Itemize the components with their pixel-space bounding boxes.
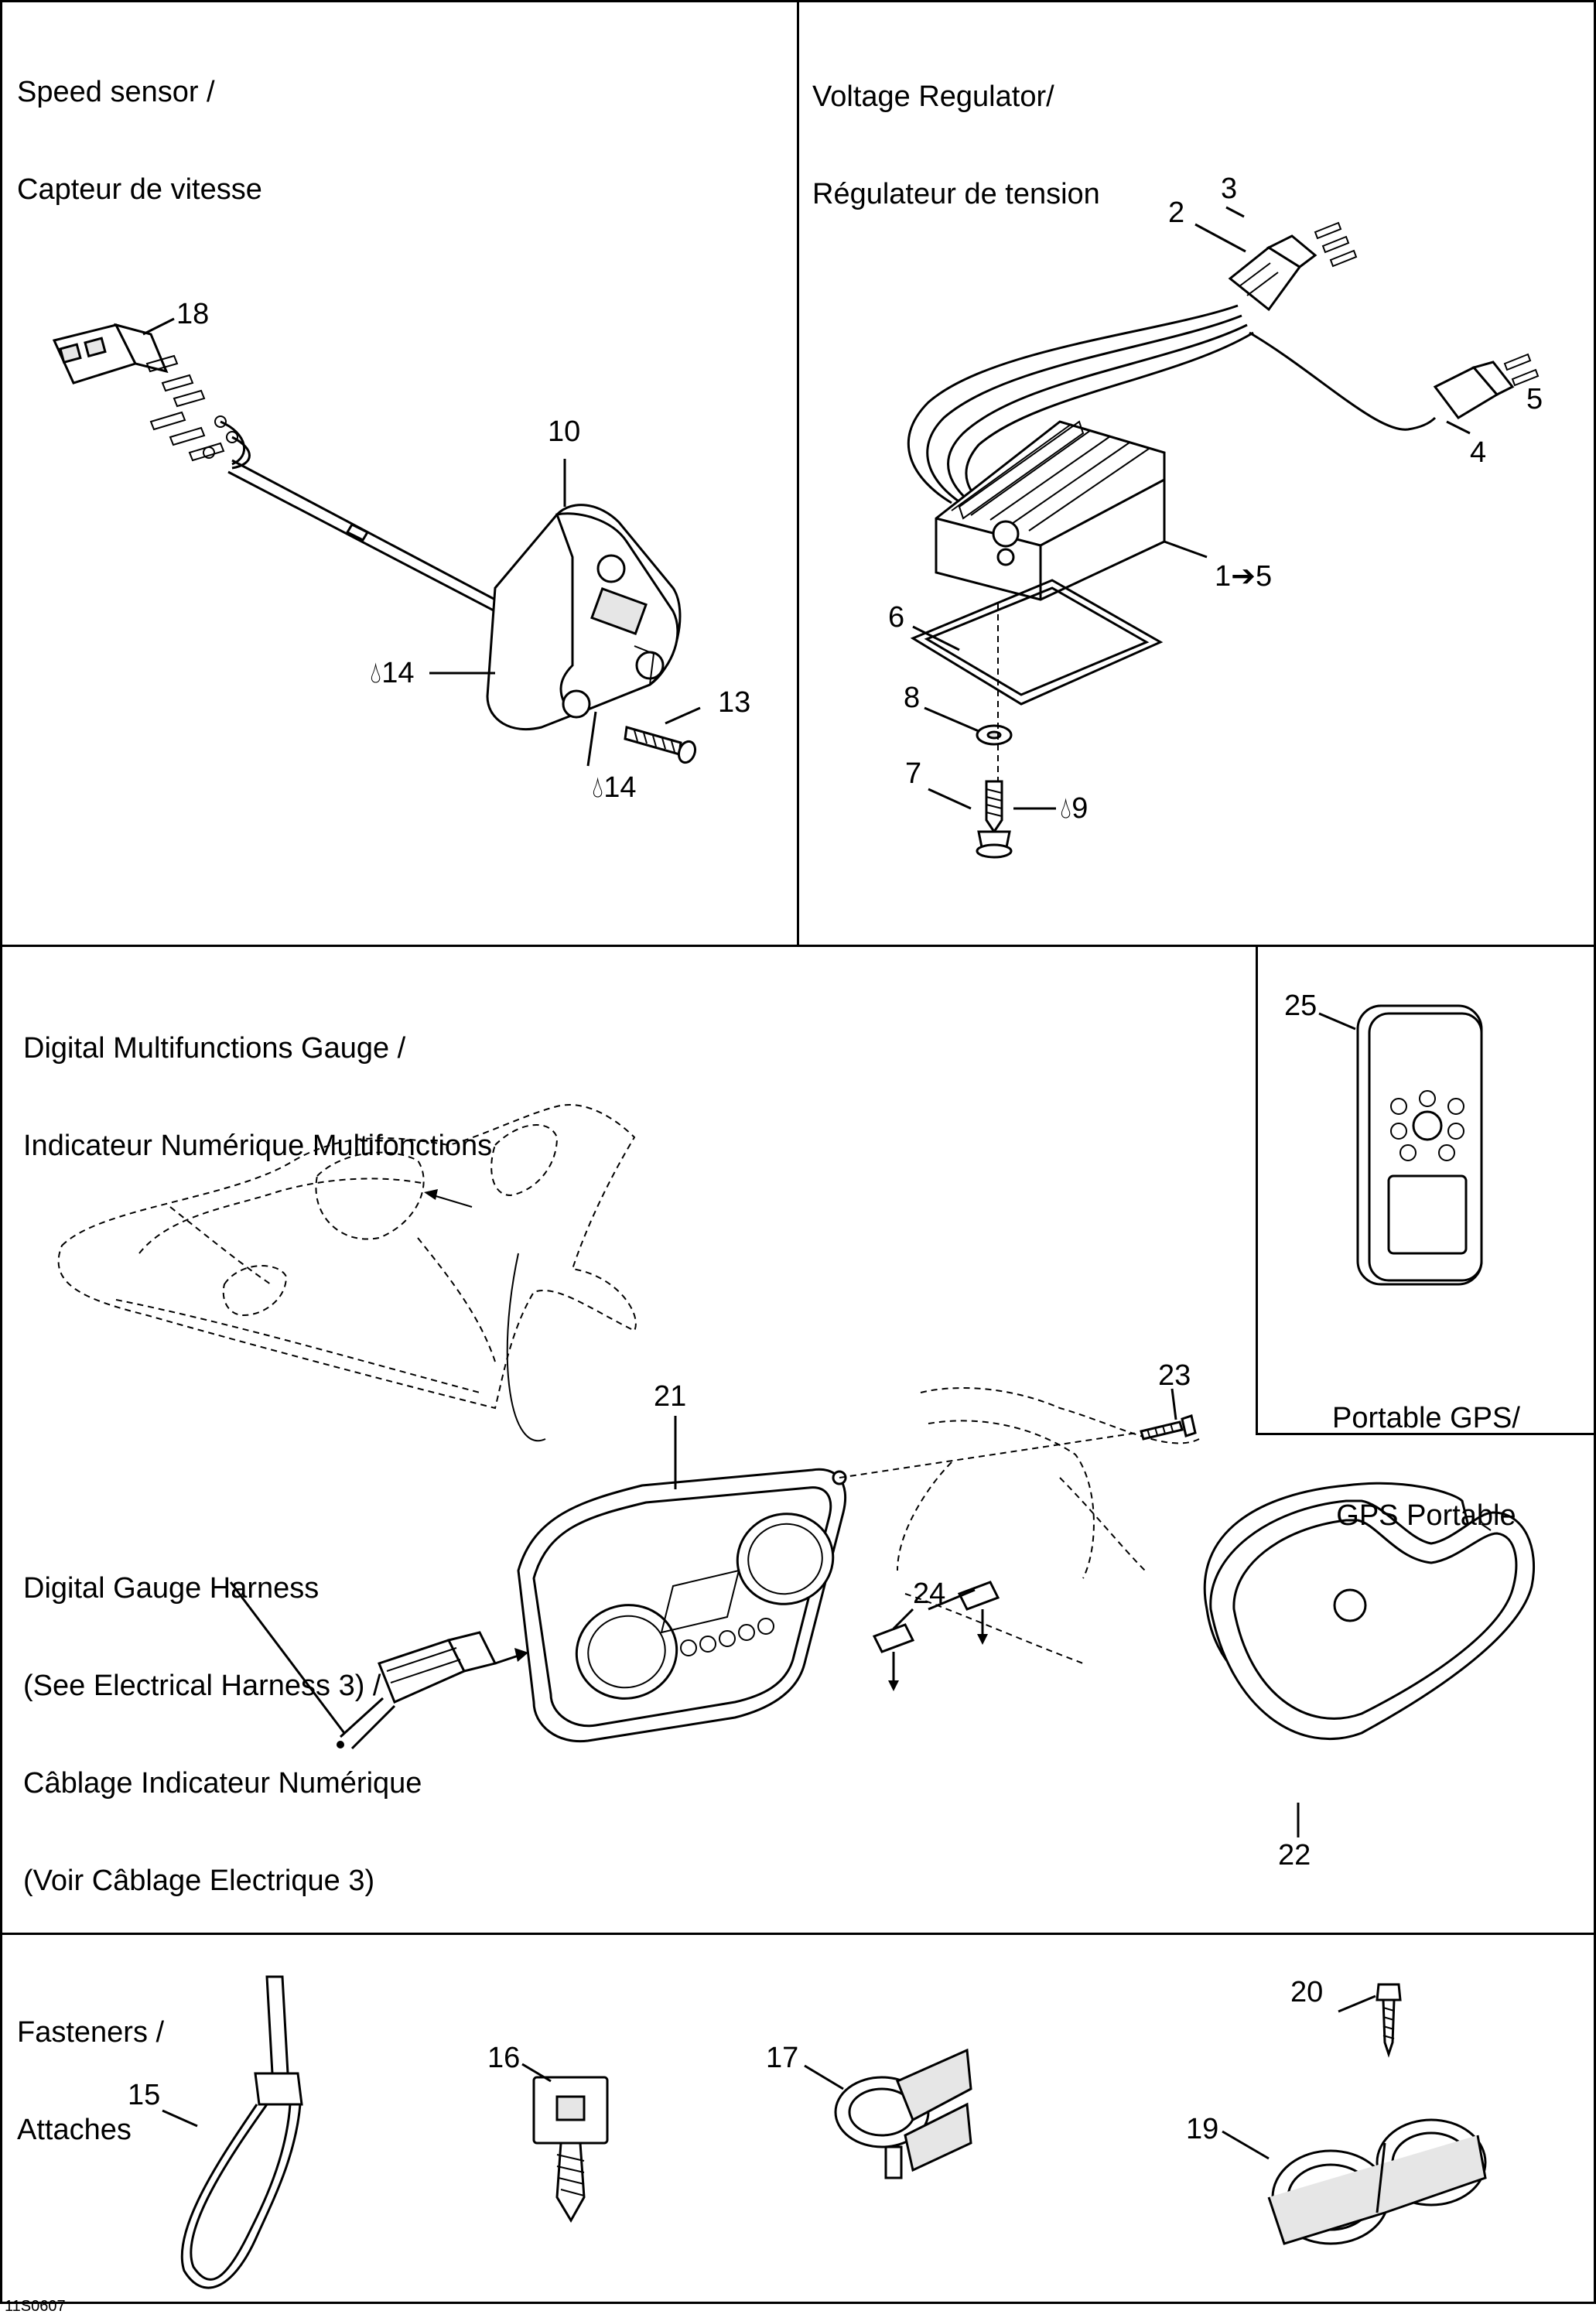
drop-icon: 💧︎ <box>1060 792 1072 825</box>
speed-sensor-connector <box>52 323 169 385</box>
digital-gauge-title-fr: Indicateur Numérique Multifonctions <box>23 1130 493 1162</box>
fasteners-panel <box>0 1933 1596 2304</box>
speed-sensor-pins <box>145 354 251 470</box>
gauge-position-arrow-line <box>432 1195 546 1442</box>
speed-sensor-cable <box>227 459 496 613</box>
speed-sensor-title-en: Speed sensor / <box>17 76 215 108</box>
callout-16: 16 <box>487 2042 521 2074</box>
callout-24: 24 <box>913 1578 946 1610</box>
callout-3: 3 <box>1221 173 1238 205</box>
callout-5: 5 <box>1526 383 1543 415</box>
callout-9: 💧︎9 <box>1060 793 1088 824</box>
callout-10: 10 <box>548 415 581 448</box>
digital-gauge-title-en: Digital Multifunctions Gauge / <box>23 1032 406 1065</box>
callout-14-body-number: 14 <box>381 657 415 689</box>
gauge-harness-label-line4: (Voir Câblage Electrique 3) <box>23 1865 375 1897</box>
hose-clamp-single <box>834 2048 972 2179</box>
drop-icon: 💧︎ <box>370 657 382 689</box>
callout-7: 7 <box>905 757 922 790</box>
portable-gps-title-fr: GPS Portable <box>1336 1499 1516 1532</box>
voltage-regulator-body <box>935 420 1166 601</box>
callout-1-to-5: 1➔5 <box>1215 560 1273 593</box>
callout-18: 18 <box>176 298 210 330</box>
speed-sensor-body <box>486 504 682 731</box>
callout-14-body: 💧︎14 <box>370 658 414 689</box>
callout-23: 23 <box>1158 1359 1191 1392</box>
boat-console-outline <box>897 1387 1200 1664</box>
gauge-harness-label-line2: (See Electrical Harness 3) / <box>23 1670 381 1702</box>
speed-sensor-screw <box>624 726 697 764</box>
gauge-harness-label: Digital Gauge Harness (See Electrical Ha… <box>23 1507 422 1930</box>
regulator-screw <box>976 780 1013 859</box>
callout-8: 8 <box>904 682 921 714</box>
callout-19: 19 <box>1186 2113 1219 2145</box>
callout-6: 6 <box>888 601 905 634</box>
regulator-main-connector <box>1228 234 1317 312</box>
regulator-harness-wires <box>907 304 1437 514</box>
cable-tie <box>180 1975 303 2289</box>
regulator-gasket <box>910 579 1164 706</box>
digital-gauge-body <box>517 1468 847 1743</box>
regulator-washer <box>976 724 1013 746</box>
gauge-screw <box>1140 1414 1197 1441</box>
vehicle-deck-outline <box>57 1104 637 1410</box>
callout-21: 21 <box>654 1380 687 1413</box>
fasteners-title-fr: Attaches <box>17 2114 132 2146</box>
push-clip <box>532 2076 609 2223</box>
portable-gps-panel <box>1256 945 1596 1435</box>
speed-sensor-title: Speed sensor / Capteur de vitesse <box>17 11 262 238</box>
gauge-harness-label-line1: Digital Gauge Harness <box>23 1572 320 1605</box>
hose-clamp-double <box>1267 2118 1487 2245</box>
portable-gps-title-en: Portable GPS/ <box>1332 1402 1520 1434</box>
gauge-harness-label-line3: Câblage Indicateur Numérique <box>23 1767 422 1800</box>
voltage-regulator-title-en: Voltage Regulator/ <box>812 80 1054 113</box>
clamp-screw <box>1376 1983 1402 2058</box>
gauge-bezel <box>1203 1482 1536 1741</box>
callout-9-number: 9 <box>1071 792 1088 825</box>
callout-20: 20 <box>1290 1976 1324 2008</box>
callout-15: 15 <box>128 2079 161 2111</box>
portable-gps-title: Portable GPS/ GPS Portable <box>1332 1337 1520 1564</box>
digital-gauge-title: Digital Multifunctions Gauge / Indicateu… <box>23 967 492 1195</box>
fasteners-title: Fasteners / Attaches <box>17 1951 164 2179</box>
regulator-small-connector <box>1433 361 1515 419</box>
voltage-regulator-title: Voltage Regulator/ Régulateur de tension <box>812 15 1100 243</box>
callout-13: 13 <box>718 686 751 719</box>
regulator-main-pins <box>1314 221 1358 268</box>
callout-4: 4 <box>1470 436 1487 469</box>
gauge-harness-connector <box>337 1631 497 1750</box>
callout-2: 2 <box>1168 197 1185 229</box>
callout-17: 17 <box>766 2042 799 2074</box>
regulator-small-pins <box>1503 353 1540 387</box>
diagram-reference-code: 11S0607 <box>5 2298 66 2315</box>
callout-22: 22 <box>1278 1839 1311 1871</box>
drop-icon: 💧︎ <box>592 771 604 804</box>
callout-25: 25 <box>1284 990 1317 1022</box>
fasteners-title-en: Fasteners / <box>17 2016 165 2049</box>
callout-14-screw-number: 14 <box>603 771 637 804</box>
callout-14-screw: 💧︎14 <box>592 772 636 803</box>
voltage-regulator-title-fr: Régulateur de tension <box>812 178 1100 210</box>
portable-gps-device <box>1356 1004 1483 1286</box>
speed-sensor-title-fr: Capteur de vitesse <box>17 173 262 206</box>
